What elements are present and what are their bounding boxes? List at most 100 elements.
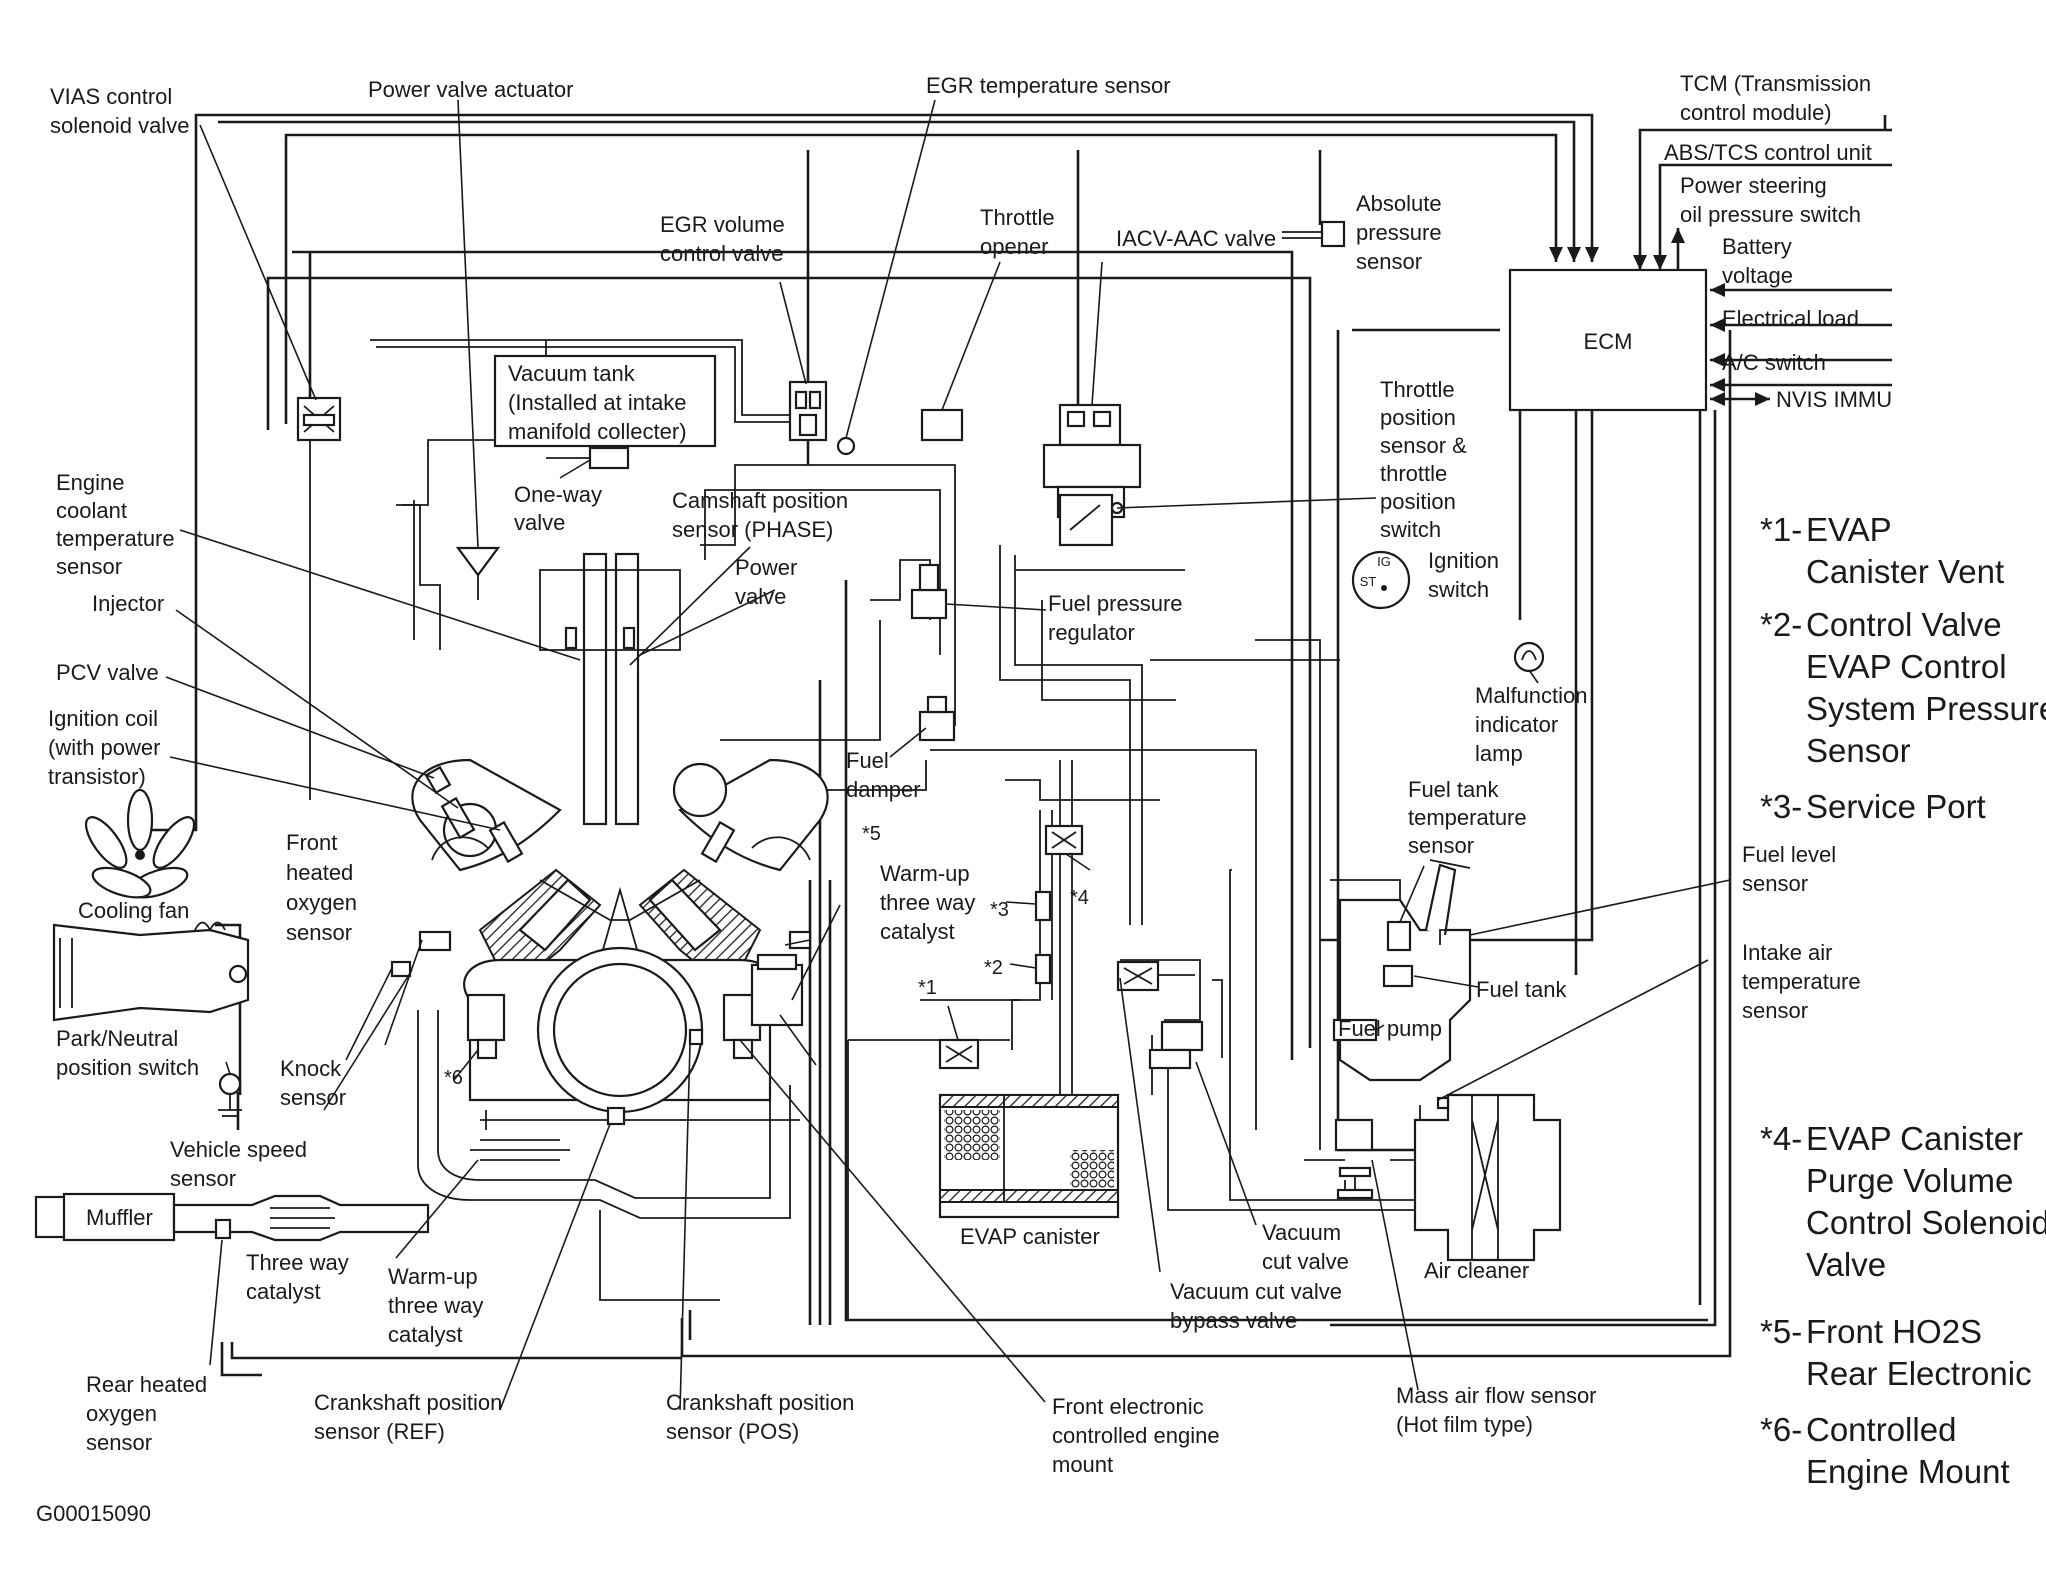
cooling-fan	[84, 788, 196, 899]
legend-3-line-1: Service Port	[1806, 788, 1986, 825]
cooling-fan-label: Cooling fan	[78, 898, 189, 923]
legend-5-line-1: Front HO2S	[1806, 1313, 1982, 1350]
absolute-pressure-sensor	[1282, 220, 1346, 248]
evap-canister-label: EVAP canister	[960, 1224, 1100, 1249]
fuel-tank	[1332, 859, 1472, 1082]
legend-4-line-4: Valve	[1806, 1246, 1886, 1283]
evap-purge-solenoid	[1034, 824, 1084, 985]
markers: *1 *2 *3 *4 *5 *6	[444, 823, 1089, 1089]
mass-air-flow-sensor	[1334, 1118, 1374, 1200]
legend-3-mark: *3-	[1760, 788, 1802, 825]
marker-2: *2	[984, 957, 1003, 979]
engine	[390, 552, 829, 1126]
transmission	[52, 921, 250, 1022]
ignition-st-glyph: ST	[1360, 574, 1377, 589]
nvis-immu-label: NVIS IMMU	[1776, 387, 1892, 412]
ignition-ig-glyph: IG	[1377, 554, 1391, 569]
legend-6-line-2: Engine Mount	[1806, 1453, 2010, 1490]
throttle-opener	[920, 408, 964, 442]
ignition-switch: IG ST	[1351, 550, 1411, 610]
legend-5-line-2: Rear Electronic	[1806, 1355, 2032, 1392]
legend-2-line-2: EVAP Control	[1806, 648, 2007, 685]
marker-3: *3	[990, 899, 1009, 921]
air-cleaner-label: Air cleaner	[1424, 1258, 1529, 1283]
muffler-label: Muffler	[86, 1205, 153, 1230]
fuel-rail-parts	[910, 563, 956, 742]
air-cleaner	[1413, 1093, 1562, 1262]
throttle-body	[1058, 493, 1124, 547]
legend-6-line-1: Controlled	[1806, 1411, 1956, 1448]
one-way-valve	[546, 446, 630, 470]
legend-2-line-4: Sensor	[1806, 732, 1911, 769]
fuel-tank-label: Fuel tank	[1476, 977, 1567, 1002]
ecm-inputs	[1549, 115, 1892, 406]
legend-1-line-1: EVAP	[1806, 511, 1892, 548]
vacuum-tank	[493, 354, 717, 448]
power-valve-actuator	[455, 546, 501, 600]
ecm: ECM	[1508, 268, 1708, 412]
evap-canister	[938, 1038, 1120, 1219]
legend-5-mark: *5-	[1760, 1313, 1802, 1350]
abs-tcs-label: ABS/TCS control unit	[1664, 140, 1872, 165]
power-valve-actuator-label: Power valve actuator	[368, 77, 573, 102]
legend-1-line-2: Canister Vent	[1806, 553, 2004, 590]
exhaust	[34, 1139, 570, 1242]
legend-2-mark: *2-	[1760, 606, 1802, 643]
fuel-pump-label: Fuel pump	[1338, 1016, 1442, 1041]
electrical-load-label: Electrical load	[1722, 306, 1859, 331]
marker-4: *4	[1070, 887, 1089, 909]
legend-4-mark: *4-	[1760, 1120, 1802, 1157]
vacuum-cut-valve	[1116, 960, 1204, 1070]
marker-5: *5	[862, 823, 881, 845]
ecm-label: ECM	[1584, 329, 1633, 354]
iacv-aac-valve	[1042, 403, 1142, 519]
legend-2-line-1: Control Valve	[1806, 606, 2002, 643]
vias-solenoid	[296, 396, 342, 442]
mass-air-flow-label: Mass air flow sensor(Hot film type)	[1396, 1383, 1597, 1437]
legend-4-line-1: EVAP Canister	[1806, 1120, 2023, 1157]
malfunction-indicator-lamp	[1513, 641, 1545, 673]
ac-switch-label: A/C switch	[1722, 350, 1826, 375]
marker-1: *1	[918, 977, 937, 999]
injector-label: Injector	[92, 591, 164, 616]
legend-1-mark: *1-	[1760, 511, 1802, 548]
egr-volume-valve	[788, 380, 856, 456]
diagram-code: G00015090	[36, 1501, 151, 1526]
legend-4-line-3: Control Solenoid	[1806, 1204, 2046, 1241]
pcv-valve-label: PCV valve	[56, 660, 159, 685]
marker-6: *6	[444, 1067, 463, 1089]
